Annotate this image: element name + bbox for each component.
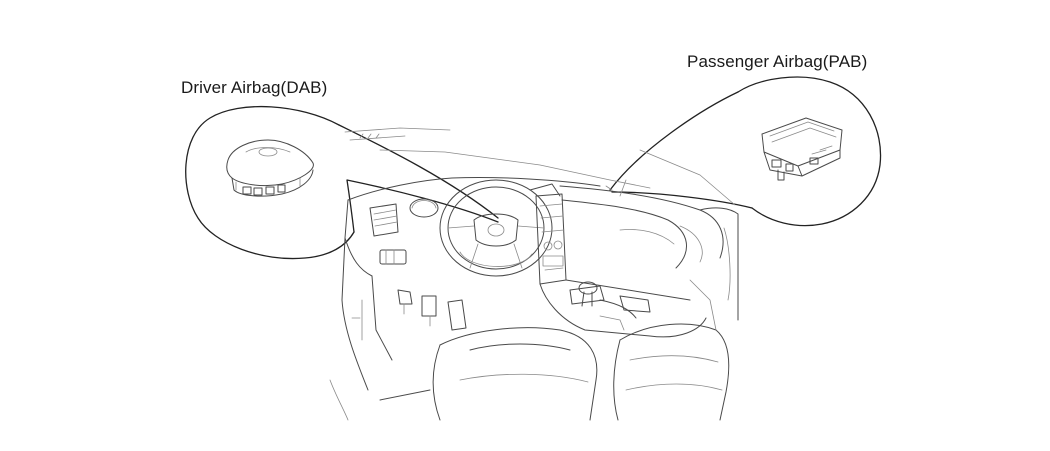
driver-airbag-callout [185,105,499,260]
driver-airbag-module [226,139,314,197]
driver-airbag-label: Driver Airbag(DAB) [181,78,328,97]
front-seats [329,323,730,421]
footwell [341,237,467,391]
passenger-airbag-module [761,117,843,181]
center-console [539,279,707,338]
dashboard [344,176,724,277]
passenger-airbag-callout [609,76,882,227]
steering-wheel [439,179,553,277]
passenger-door [689,207,739,331]
center-stack [529,183,567,285]
passenger-airbag-label: Passenger Airbag(PAB) [687,52,868,71]
windshield [344,127,736,206]
